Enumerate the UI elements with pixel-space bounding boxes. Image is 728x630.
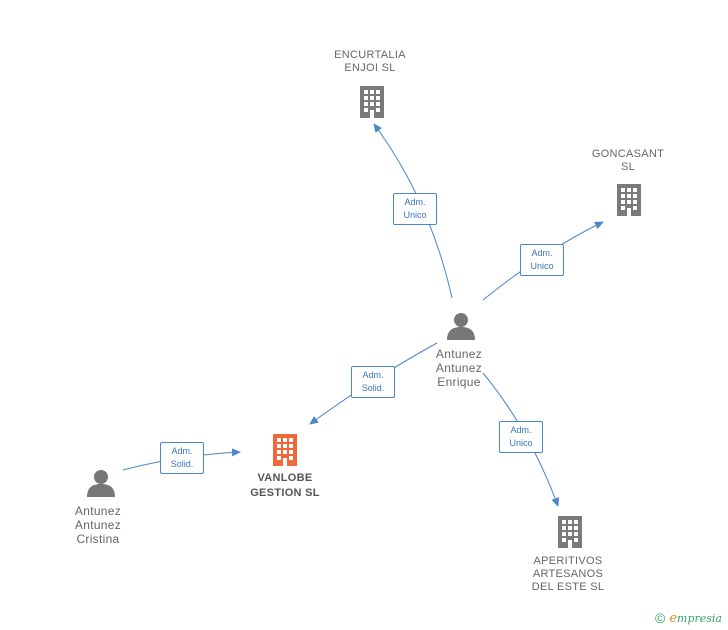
person-name-line: Antunez [74,518,122,532]
company-name-line: ENJOI SL [344,62,396,74]
copyright-icon: © [655,610,666,626]
brand-logo: empresia [669,611,722,626]
person-name-line: Enrique [437,375,481,389]
edge-label-line: Solid. [361,383,385,393]
building-icon [360,86,384,118]
company-name-line: SL [620,161,636,173]
edge-label-line: Adm. [510,425,532,435]
edge-label-line: Unico [403,210,427,220]
edge-label-enrique-encurtalia: Adm. Unico [393,193,437,225]
edge-label-line: Adm. [531,248,553,258]
edge-label-line: Unico [530,261,554,271]
node-aperitivos[interactable]: APERITIVOS ARTESANOS DEL ESTE SL [513,555,623,594]
company-name-line: GESTION SL [250,487,320,499]
node-encurtalia[interactable]: ENCURTALIA ENJOI SL [320,49,420,75]
edge-label-enrique-vanlobe: Adm. Solid. [351,366,395,398]
node-vanlobe[interactable]: VANLOBE GESTION SL [230,471,340,501]
node-enrique[interactable]: Antunez Antunez Enrique [409,347,509,389]
company-name-line: ENCURTALIA [334,49,406,61]
edge-label-enrique-goncasant: Adm. Unico [520,244,564,276]
brand-initial: e [669,610,678,626]
company-name-line: APERITIVOS [533,555,603,567]
person-name-line: Cristina [76,532,120,546]
edge-label-line: Adm. [362,370,384,380]
brand-footer[interactable]: © empresia [655,610,722,626]
person-name-line: Antunez [74,504,122,518]
building-icon [617,184,641,216]
node-cristina[interactable]: Antunez Antunez Cristina [48,504,148,546]
company-name-line: ARTESANOS [532,568,604,580]
edge-label-line: Unico [509,438,533,448]
brand-name: mpresia [677,611,722,625]
person-icon [447,313,475,340]
company-name-line: VANLOBE [257,472,313,484]
edge-label-enrique-aperitivos: Adm. Unico [499,421,543,453]
person-icon [87,470,115,497]
company-name-line: DEL ESTE SL [531,581,605,593]
company-name-line: GONCASANT [591,148,665,160]
building-icon [558,516,582,548]
building-icon [273,434,297,466]
node-goncasant[interactable]: GONCASANT SL [578,148,678,174]
person-name-line: Antunez [435,347,483,361]
edge-label-line: Adm. [404,197,426,207]
edge-label-line: Solid. [170,459,194,469]
edge-label-line: Adm. [171,446,193,456]
person-name-line: Antunez [435,361,483,375]
edge-label-cristina-vanlobe: Adm. Solid. [160,442,204,474]
